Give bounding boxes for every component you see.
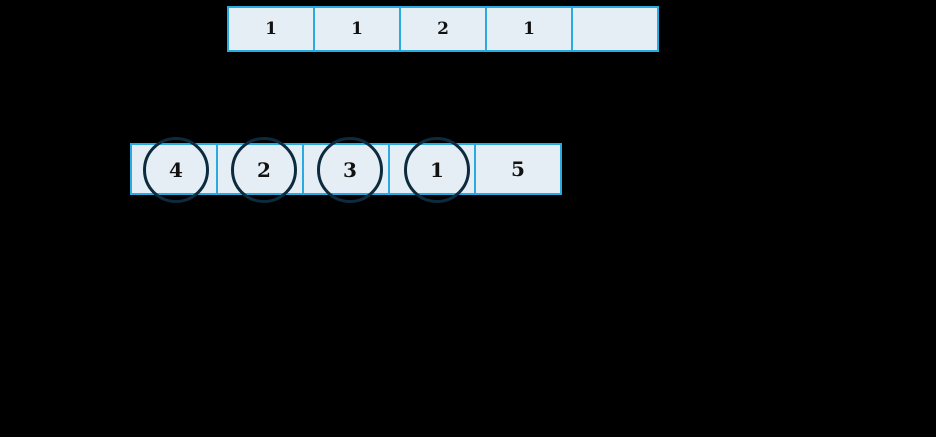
- value-cell-0[interactable]: [130, 143, 218, 195]
- count-cell-4[interactable]: [571, 6, 659, 52]
- value-cell-4-label: 5: [511, 157, 525, 181]
- value-cell-1[interactable]: [216, 143, 304, 195]
- count-cell-0[interactable]: 1: [227, 6, 315, 52]
- value-cell-3[interactable]: [388, 143, 476, 195]
- value-array-row: 5: [130, 143, 562, 195]
- count-cell-3-label: 1: [523, 19, 535, 39]
- count-cell-1[interactable]: 1: [313, 6, 401, 52]
- value-cell-4[interactable]: 5: [474, 143, 562, 195]
- count-cell-3[interactable]: 1: [485, 6, 573, 52]
- count-array-row: 1 1 2 1: [227, 6, 659, 52]
- count-cell-2[interactable]: 2: [399, 6, 487, 52]
- value-cell-2[interactable]: [302, 143, 390, 195]
- count-cell-2-label: 2: [437, 19, 449, 39]
- count-cell-1-label: 1: [351, 19, 363, 39]
- count-cell-0-label: 1: [265, 19, 277, 39]
